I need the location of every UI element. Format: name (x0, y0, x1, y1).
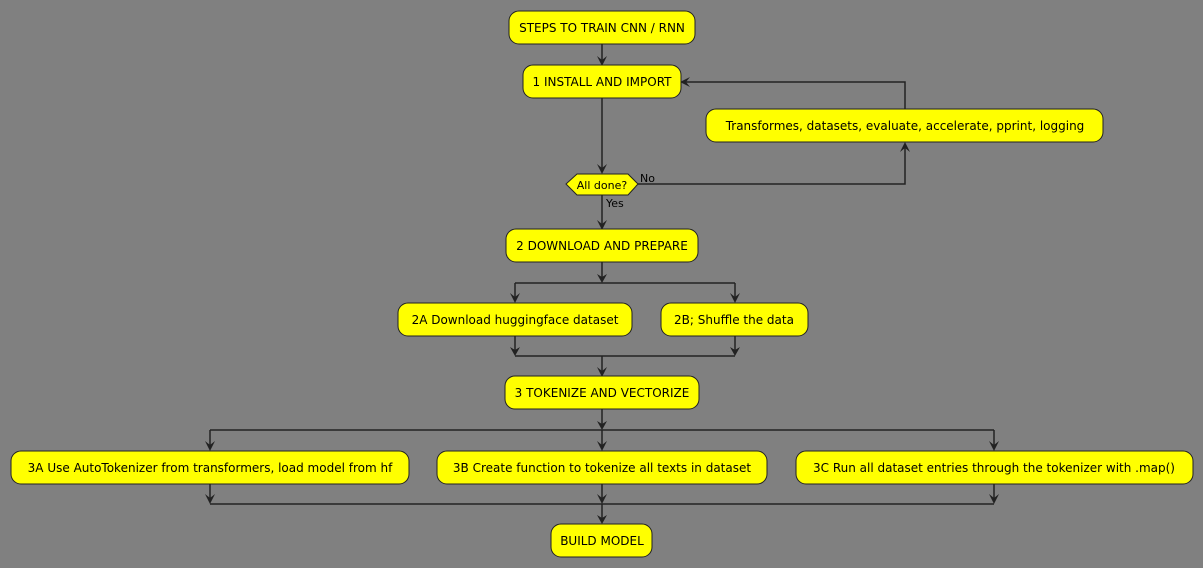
node-download-a: 2A Download huggingface dataset (397, 302, 633, 337)
arrowhead (597, 274, 607, 283)
node-start-label: STEPS TO TRAIN CNN / RNN (519, 21, 685, 35)
node-download-a-label: 2A Download huggingface dataset (412, 313, 619, 327)
node-tokenize-c: 3C Run all dataset entries through the t… (795, 450, 1194, 485)
node-install: 1 INSTALL AND IMPORT (522, 64, 682, 99)
node-libraries-label: Transformes, datasets, evaluate, acceler… (725, 119, 1085, 133)
node-tokenize-b-label: 3B Create function to tokenize all texts… (453, 461, 751, 475)
node-libraries: Transformes, datasets, evaluate, acceler… (705, 108, 1104, 143)
node-tokenize-a: 3A Use AutoTokenizer from transformers, … (10, 450, 410, 485)
edge-label-no: No (640, 172, 655, 185)
arrowhead (597, 494, 607, 504)
arrowhead (597, 515, 607, 524)
node-tokenize-b: 3B Create function to tokenize all texts… (436, 450, 768, 485)
arrowhead (730, 347, 740, 356)
arrowhead (900, 142, 910, 152)
arrowhead (597, 56, 607, 66)
arrowhead (730, 293, 740, 303)
node-build-label: BUILD MODEL (560, 534, 644, 548)
arrowhead (597, 421, 607, 430)
arrowhead (510, 293, 520, 303)
node-decision: All done? (565, 173, 639, 196)
arrowhead (989, 441, 999, 451)
edge-libraries-install (686, 81, 906, 109)
arrowhead (510, 347, 520, 356)
node-decision-label: All done? (577, 179, 628, 192)
node-download-b-label: 2B; Shuffle the data (674, 313, 794, 327)
node-tokenize-a-label: 3A Use AutoTokenizer from transformers, … (28, 461, 393, 475)
arrowhead (597, 367, 607, 377)
arrowhead (205, 441, 215, 451)
arrowhead (989, 494, 999, 504)
edge-decision-libraries (638, 148, 906, 185)
edge-label-yes: Yes (605, 197, 624, 210)
arrowhead (680, 77, 690, 87)
arrowhead (205, 494, 215, 504)
node-download-label: 2 DOWNLOAD AND PREPARE (516, 239, 688, 253)
node-tokenize-c-label: 3C Run all dataset entries through the t… (813, 461, 1175, 475)
node-build: BUILD MODEL (550, 523, 653, 558)
arrowhead (597, 164, 607, 174)
node-start: STEPS TO TRAIN CNN / RNN (508, 10, 696, 45)
arrowhead (597, 220, 607, 230)
node-download: 2 DOWNLOAD AND PREPARE (505, 228, 699, 263)
node-tokenize: 3 TOKENIZE AND VECTORIZE (504, 375, 700, 410)
node-install-label: 1 INSTALL AND IMPORT (533, 75, 673, 89)
edges (205, 44, 999, 524)
node-tokenize-label: 3 TOKENIZE AND VECTORIZE (515, 386, 690, 400)
node-download-b: 2B; Shuffle the data (660, 302, 809, 337)
arrowhead (597, 441, 607, 451)
